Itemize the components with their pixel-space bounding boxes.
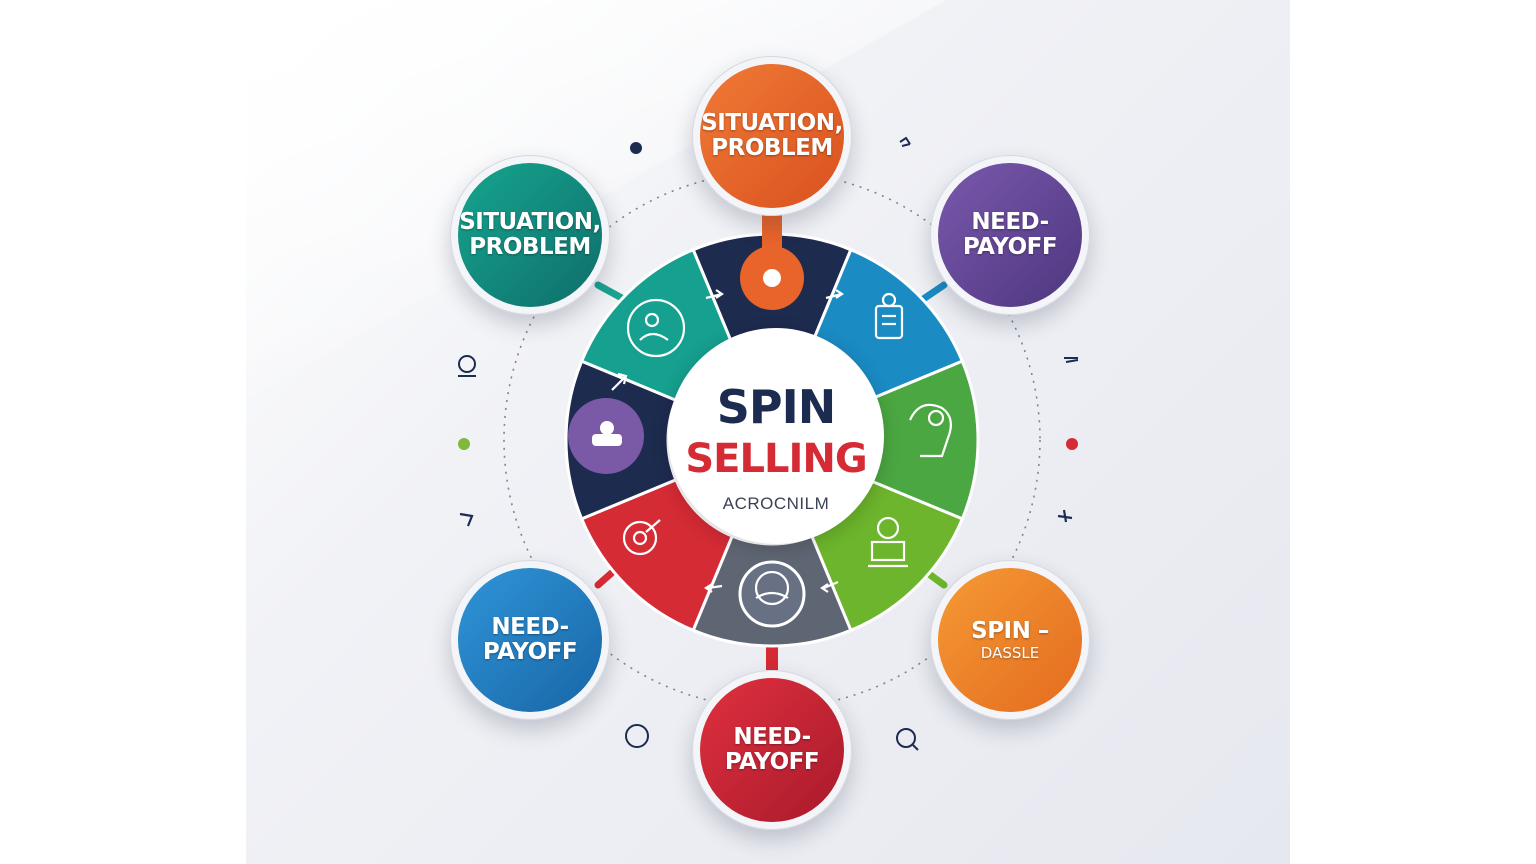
dot-navy-icon [630, 142, 642, 154]
dotted-orbit [503, 171, 1041, 709]
node-lower-right-disc: SPIN – DASSLE [938, 568, 1082, 712]
center-hub: SPIN SELLING ACROCNILM [668, 328, 884, 544]
node-top: SITUATION, PROBLEM [692, 56, 852, 216]
center-subtitle: ACROCNILM [722, 494, 830, 513]
node-lower-right-label: SPIN – [971, 617, 1049, 644]
node-upper-left-label: SITUATION, PROBLEM [459, 209, 601, 260]
node-lower-right: SPIN – DASSLE [930, 560, 1090, 720]
target-icon [622, 519, 661, 556]
magnifier-glyph-icon [896, 728, 916, 748]
head-gear-icon [908, 403, 953, 458]
decorations [458, 136, 1079, 751]
handshake-icon [754, 570, 790, 606]
node-upper-right-label: NEED- PAYOFF [962, 209, 1058, 260]
node-bottom-disc: NEED- PAYOFF [700, 678, 844, 822]
node-upper-right: NEED- PAYOFF [930, 155, 1090, 315]
node-lower-right-sublabel: DASSLE [980, 643, 1040, 662]
node-lower-left-disc: NEED- PAYOFF [458, 568, 602, 712]
clock-glyph-icon [625, 724, 649, 748]
lightbulb-icon [868, 516, 908, 568]
dot-green-icon [458, 438, 470, 450]
bird-glyph-icon [1057, 509, 1073, 523]
link-glyph-icon [1064, 357, 1079, 363]
node-bottom: NEED- PAYOFF [692, 670, 852, 830]
node-bottom-label: NEED- PAYOFF [724, 724, 820, 775]
people-icon [626, 298, 686, 358]
center-title-spin: SPIN [716, 380, 836, 434]
node-top-label: SITUATION, PROBLEM [701, 110, 843, 161]
ring-icons [611, 289, 953, 606]
node-top-disc: SITUATION, PROBLEM [700, 64, 844, 208]
node-lower-left: NEED- PAYOFF [450, 560, 610, 720]
node-lower-left-label: NEED- PAYOFF [482, 614, 578, 665]
hand-glyph-icon [459, 512, 474, 527]
top-pin [740, 212, 804, 310]
node-upper-left-disc: SITUATION, PROBLEM [458, 163, 602, 307]
document-icon [874, 292, 904, 340]
left-pin [568, 398, 644, 474]
spin-ring [564, 232, 980, 648]
check-glyph-icon [899, 136, 911, 147]
center-title-selling: SELLING [685, 436, 867, 482]
ring-glyph-icon [458, 355, 476, 373]
arrow-icon [611, 289, 844, 593]
node-upper-right-disc: NEED- PAYOFF [938, 163, 1082, 307]
dot-red-icon [1066, 438, 1078, 450]
node-upper-left: SITUATION, PROBLEM [450, 155, 610, 315]
